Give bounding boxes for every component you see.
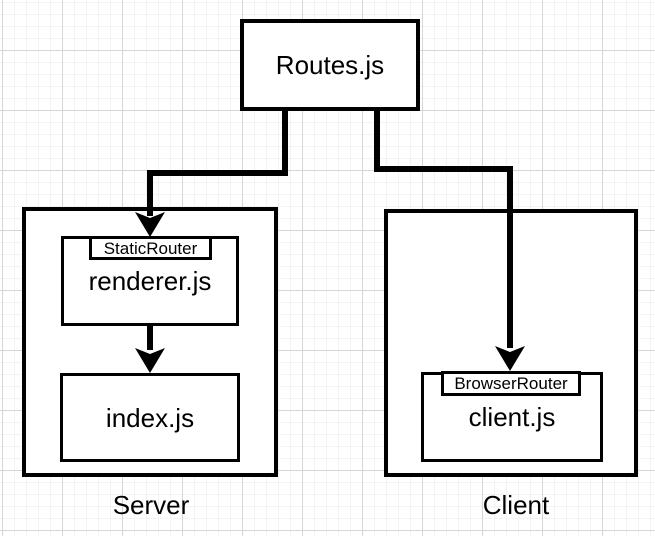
edge-routes-client-segment[interactable] — [374, 166, 513, 172]
renderer-node-label: renderer.js — [88, 266, 212, 296]
edge-routes-renderer-segment[interactable] — [282, 110, 288, 176]
routes-node-label: Routes.js — [275, 50, 385, 80]
index-node[interactable]: index.js — [60, 373, 240, 462]
index-node-label: index.js — [105, 402, 195, 433]
edge-routes-client-segment[interactable] — [507, 166, 513, 348]
server-group-label[interactable]: Server — [112, 490, 190, 520]
edge-routes-client-segment[interactable] — [374, 110, 380, 172]
browser-router-badge[interactable]: BrowserRouter — [441, 371, 581, 396]
client-group-label[interactable]: Client — [482, 490, 550, 520]
arrowhead-down-icon — [135, 348, 165, 373]
edge-routes-renderer-segment[interactable] — [147, 170, 153, 216]
arrowhead-down-icon — [135, 212, 165, 237]
edge-routes-renderer-segment[interactable] — [147, 170, 288, 176]
static-router-badge-label: StaticRouter — [103, 238, 198, 258]
client-node-label: client.js — [468, 402, 556, 432]
arrowhead-down-icon — [495, 346, 525, 371]
routes-node[interactable]: Routes.js — [240, 19, 420, 111]
edge-renderer-index-segment[interactable] — [147, 322, 153, 350]
static-router-badge[interactable]: StaticRouter — [89, 236, 212, 260]
browser-router-badge-label: BrowserRouter — [454, 374, 568, 393]
